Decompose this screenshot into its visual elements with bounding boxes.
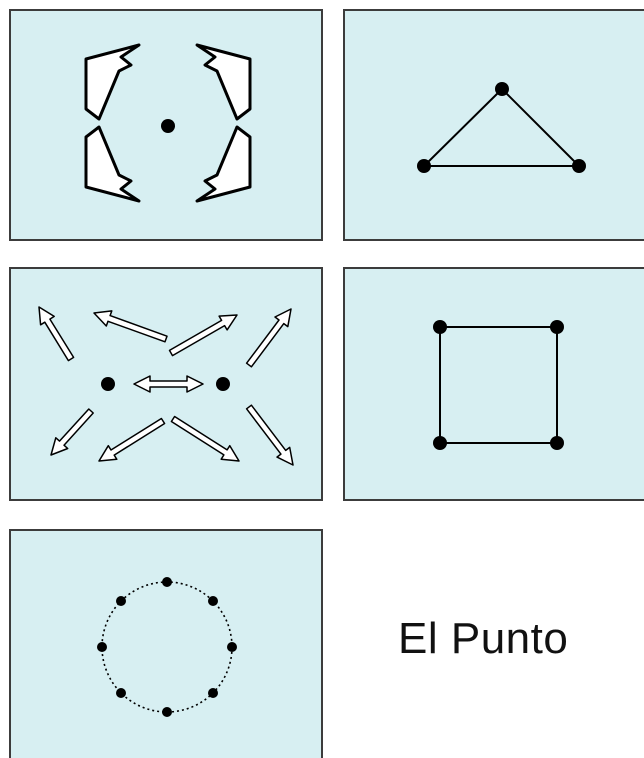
arrow-inner-top-right: [168, 314, 238, 357]
square-outline: [439, 326, 558, 444]
triangle-vertex-right: [572, 159, 586, 173]
radiating-arrows: [38, 306, 294, 466]
square-figure: [433, 320, 564, 450]
triangle-vertex-top: [495, 82, 509, 96]
panel-circle: [9, 529, 323, 758]
circle-point-6: [116, 688, 126, 698]
arrow-inner-top-left: [93, 310, 168, 343]
left-point: [101, 377, 115, 391]
square-vertex-bottom-left: [433, 436, 447, 450]
block-arrow-bottom-right: [195, 125, 252, 203]
circle-point-5: [162, 707, 172, 717]
panel-square: [343, 267, 644, 501]
block-arrow-top-left: [84, 43, 141, 121]
arrow-center-double: [133, 375, 204, 393]
single-point-figure: [84, 43, 252, 203]
two-points-figure: [38, 306, 294, 466]
triangle-vertex-left: [417, 159, 431, 173]
arrow-outer-top-left: [38, 306, 75, 362]
circle-point-1: [162, 577, 172, 587]
circle-point-3: [227, 642, 237, 652]
center-point: [161, 119, 175, 133]
arrow-inner-bottom-right: [170, 415, 240, 462]
panel-single-point: [9, 9, 323, 241]
right-point: [216, 377, 230, 391]
arrow-outer-bottom-right: [245, 404, 294, 466]
circle-point-8: [116, 596, 126, 606]
square-vertex-bottom-right: [550, 436, 564, 450]
caption-title: El Punto: [398, 614, 569, 663]
square-vertex-top-right: [550, 320, 564, 334]
circle-point-2: [208, 596, 218, 606]
circle-point-7: [97, 642, 107, 652]
panel-triangle: [343, 9, 644, 241]
arrow-inner-bottom-left: [98, 417, 166, 462]
square-vertex-top-left: [433, 320, 447, 334]
panel-two-points: [9, 267, 323, 501]
circle-points: [97, 577, 237, 717]
triangle-figure: [417, 82, 586, 173]
block-arrow-top-right: [195, 43, 252, 121]
triangle-outline: [421, 87, 582, 167]
circle-point-4: [208, 688, 218, 698]
arrow-outer-bottom-left: [50, 408, 94, 456]
arrow-outer-top-right: [245, 308, 292, 368]
circle-figure: [97, 577, 237, 717]
block-arrow-bottom-left: [84, 125, 141, 203]
